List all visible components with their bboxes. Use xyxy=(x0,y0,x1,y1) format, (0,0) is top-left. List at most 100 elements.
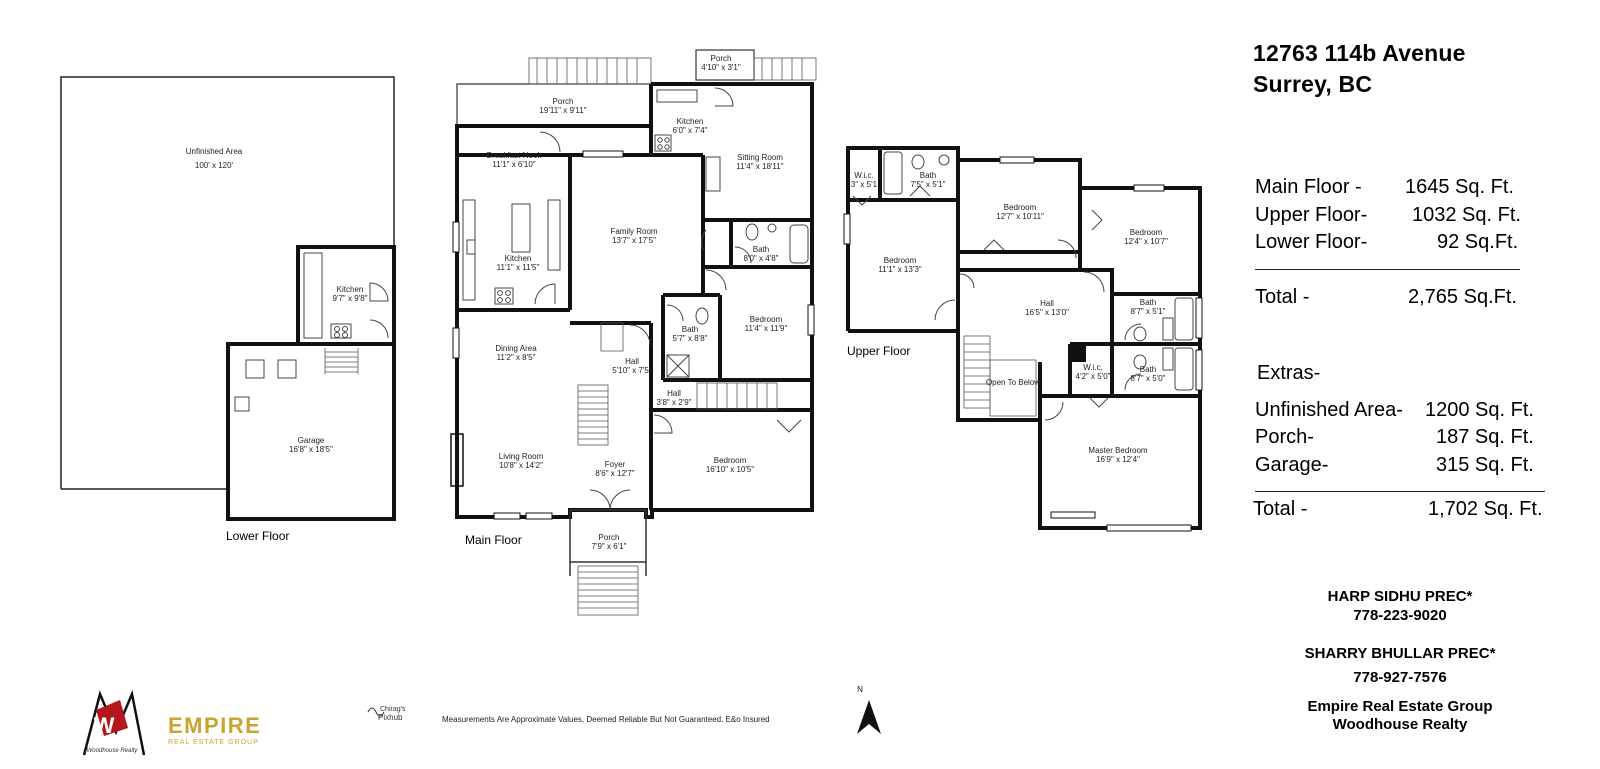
room-dim-small-kitchen: 6'0" x 7'4" xyxy=(673,126,708,135)
room-dim-upper-bath-2: 8'7" x 5'1" xyxy=(1131,307,1166,316)
pixhub-logo: Chirag's Pixhub xyxy=(367,706,406,722)
extras-heading: Extras- xyxy=(1257,362,1321,384)
room-dim-upper-bedroom-3: 11'1" x 13'3" xyxy=(878,265,921,274)
area-value-upper-floor: 1032 Sq. Ft. xyxy=(1412,204,1521,226)
room-name-upper-bath-3: Bath xyxy=(1140,365,1156,374)
room-dim-foyer: 8'6" x 12'7" xyxy=(595,469,635,478)
extra-label-unfinished-area: Unfinished Area- xyxy=(1255,399,1403,421)
area-label-upper-floor: Upper Floor- xyxy=(1255,204,1368,226)
address-line-1: 12763 114b Avenue xyxy=(1253,40,1466,66)
room-name-upper-bedroom-2: Bedroom xyxy=(1130,228,1163,237)
agent-1-phone: 778-223-9020 xyxy=(1353,607,1447,624)
room-dim-living-room: 10'8" x 14'2" xyxy=(499,461,543,470)
disclaimer: Measurements Are Approximate Values, Dee… xyxy=(442,715,770,724)
brokerage-line-1: Empire Real Estate Group xyxy=(1307,698,1493,715)
divider-2 xyxy=(1255,491,1545,492)
total-value-2: 1,702 Sq. Ft. xyxy=(1428,498,1543,520)
empire-logo: EMPIRE REAL ESTATE GROUP xyxy=(168,713,261,746)
room-dim-upper-hall: 16'5" x 13'0" xyxy=(1025,308,1069,317)
lower-floor-label: Lower Floor xyxy=(226,529,289,543)
extra-label-porch: Porch- xyxy=(1255,426,1314,448)
extra-value-garage: 315 Sq. Ft. xyxy=(1436,454,1534,476)
room-name-master-bedroom: Master Bedroom xyxy=(1088,446,1147,455)
room-dim-bath-2: 5'7" x 8'8" xyxy=(673,334,708,343)
room-dim-sitting-room: 11'4" x 18'11" xyxy=(736,162,783,171)
room-name-upper-bedroom-3: Bedroom xyxy=(884,256,917,265)
room-name-garage: Garage xyxy=(298,436,325,445)
room-dim-breakfast-nook: 11'1" x 6'10" xyxy=(492,160,535,169)
extra-label-garage: Garage- xyxy=(1255,454,1329,476)
woodhouse-logo-letter: W xyxy=(94,713,115,738)
area-label-main-floor: Main Floor - xyxy=(1255,176,1362,198)
empire-logo-main: EMPIRE xyxy=(168,713,261,738)
room-name-kitchen: Kitchen xyxy=(505,254,532,263)
extra-value-porch: 187 Sq. Ft. xyxy=(1436,426,1534,448)
room-name-upper-hall: Hall xyxy=(1040,299,1054,308)
address-line-2: Surrey, BC xyxy=(1253,71,1373,97)
room-name-bath-2: Bath xyxy=(682,325,698,334)
room-name-dining-area: Dining Area xyxy=(495,344,537,353)
upper-floor-label: Upper Floor xyxy=(847,344,910,358)
compass-icon: N xyxy=(857,685,881,734)
total-label-1: Total - xyxy=(1255,286,1310,308)
room-name-upper-bedroom-1: Bedroom xyxy=(1004,203,1037,212)
unfinished-area-outline xyxy=(60,76,395,489)
area-value-main-floor: 1645 Sq. Ft. xyxy=(1405,176,1514,198)
room-dim-dining-area: 11'2" x 8'5" xyxy=(497,353,536,362)
room-dim-kitchen: 11'1" x 11'5" xyxy=(497,263,540,272)
area-value-lower-floor: 92 Sq.Ft. xyxy=(1437,231,1519,253)
main-floor-label: Main Floor xyxy=(465,533,522,547)
room-dim-upper-bath-1: 7'5" x 5'1" xyxy=(911,180,946,189)
extra-value-unfinished-area: 1200 Sq. Ft. xyxy=(1425,399,1534,421)
lower-floor-plan: Unfinished Area 100' x 120' Kitchen 9'7"… xyxy=(60,76,396,543)
divider-1 xyxy=(1255,269,1520,270)
room-name-breakfast-nook: Breakfast Nook xyxy=(487,151,543,160)
room-name-bedroom-1: Bedroom xyxy=(750,315,783,324)
compass-north-label: N xyxy=(857,685,863,694)
woodhouse-logo-sub: Woodhouse Realty xyxy=(87,748,139,754)
room-dim-hall-2: 3'8" x 2'9" xyxy=(657,398,692,407)
garage-walls xyxy=(226,342,396,521)
main-floor-plan: Porch 19'11" x 9'11" Porch 4'10" x 3'1" … xyxy=(450,49,817,616)
room-dim-upper-bedroom-2: 12'4" x 10'7" xyxy=(1124,237,1168,246)
room-dim-upper-bath-3: 8'7" x 5'0" xyxy=(1131,374,1166,383)
room-name-foyer: Foyer xyxy=(605,460,626,469)
woodhouse-logo: W Woodhouse Realty xyxy=(82,689,146,756)
room-name-open-to-below: Open To Below xyxy=(986,378,1040,387)
total-label-2: Total - xyxy=(1253,498,1308,520)
room-dim-upper-bedroom-1: 12'7" x 10'11" xyxy=(996,212,1044,221)
room-dim-garage: 16'8" x 18'5" xyxy=(289,445,333,454)
room-name-family-room: Family Room xyxy=(610,227,657,236)
area-label-lower-floor: Lower Floor- xyxy=(1255,231,1368,253)
room-dim-family-room: 13'7" x 17'5" xyxy=(612,236,656,245)
room-name-upper-bath-1: Bath xyxy=(920,171,936,180)
room-name-lower-kitchen: Kitchen xyxy=(337,285,364,294)
room-name-bedroom-2: Bedroom xyxy=(714,456,747,465)
room-dim-bedroom-2: 16'10" x 10'5" xyxy=(706,465,754,474)
room-dim-main-bath: 8'0" x 4'8" xyxy=(744,254,779,263)
upper-floor-plan: W.i.c. 3" x 5'1 Bath 7'5" x 5'1" Bedroom… xyxy=(843,146,1203,532)
room-name-upper-bath-2: Bath xyxy=(1140,298,1156,307)
room-name-small-kitchen: Kitchen xyxy=(677,117,704,126)
room-name-wic-1: W.i.c. xyxy=(854,171,874,180)
room-dim-bedroom-1: 11'4" x 11'9" xyxy=(745,324,788,333)
room-name-living-room: Living Room xyxy=(499,452,544,461)
room-name-small-porch: Porch xyxy=(711,54,732,63)
pixhub-logo-line1: Chirag's xyxy=(380,706,406,713)
room-dim-back-porch: 19'11" x 9'11" xyxy=(539,106,586,115)
brokerage-line-2: Woodhouse Realty xyxy=(1332,716,1468,733)
agent-1-name: HARP SIDHU PREC* xyxy=(1327,588,1473,605)
empire-logo-sub: REAL ESTATE GROUP xyxy=(168,739,259,746)
room-dim-wic-2: 4'2" x 5'0" xyxy=(1076,372,1111,381)
room-name-hall-2: Hall xyxy=(667,389,681,398)
room-dim-hall-1: 5'10" x 7'5" xyxy=(612,366,652,375)
room-dim-unfinished-area: 100' x 120' xyxy=(195,161,234,170)
room-name-sitting-room: Sitting Room xyxy=(737,153,783,162)
agent-2-name: SHARRY BHULLAR PREC* xyxy=(1304,645,1496,662)
room-name-main-bath: Bath xyxy=(753,245,769,254)
room-dim-master-bedroom: 16'9" x 12'4" xyxy=(1096,455,1140,464)
room-dim-front-porch: 7'9" x 6'1" xyxy=(592,542,627,551)
room-dim-small-porch: 4'10" x 3'1" xyxy=(701,63,741,72)
room-name-unfinished-area: Unfinished Area xyxy=(186,147,243,156)
